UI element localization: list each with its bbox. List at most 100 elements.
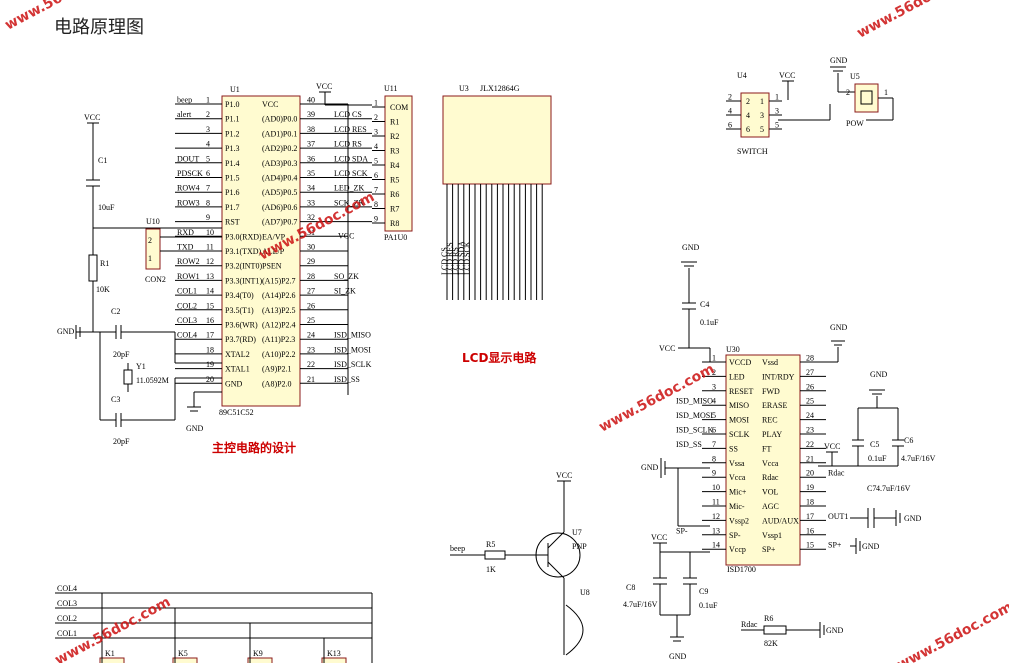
c9-value: 0.1uF [699, 601, 718, 610]
keypad-row-label: COL2 [57, 614, 77, 623]
u1-left-net-label: ROW3 [177, 198, 200, 207]
svg-text:GND: GND [870, 370, 888, 379]
keypad-key-label: K13 [327, 649, 341, 658]
u30-left-pin-name: MOSI [729, 416, 749, 425]
u1-right-pin-name: PSEN [262, 262, 282, 271]
u30-left-pin-num: 1 [712, 354, 716, 363]
u3-ref: U3 [459, 84, 469, 93]
crystal-network: GND C2 20pF C3 20pF Y1 11.0592M [57, 307, 222, 446]
u11-pin-num: 4 [374, 142, 378, 151]
u11-pin-name: R5 [390, 176, 399, 185]
u4-inner-left: 4 [746, 111, 750, 120]
u10-ref: U10 [146, 217, 160, 226]
u1-right-pin-name: (AD1)P0.1 [262, 129, 297, 138]
u1-left-pin-name: P1.5 [225, 174, 239, 183]
u30-right-pin-name: INT/RDY [762, 372, 795, 381]
u1-right-pin-name: (AD2)P0.2 [262, 144, 297, 153]
u1-right-pin-num: 21 [307, 375, 315, 384]
vcc-label: VCC [316, 82, 332, 91]
u1-left-net-label: COL1 [177, 287, 197, 296]
u1-left-pin-num: 6 [206, 169, 210, 178]
svg-text:VCC: VCC [84, 113, 100, 122]
u1-right-pin-name: (AD0)P0.0 [262, 115, 297, 124]
u1-part: 89C51C52 [219, 408, 254, 417]
u30-right-pin-name: Vssp1 [762, 531, 782, 540]
u30-left-net-label: ISD_MOSI [676, 411, 713, 420]
u30-right-pin-num: 27 [806, 368, 814, 377]
svg-text:GND: GND [826, 626, 844, 635]
u1-right-net-label: LED_ZK [334, 184, 364, 193]
c4-ref: C4 [700, 300, 709, 309]
u11-pin-num: 1 [374, 99, 378, 108]
u30-left-pin-name: SS [729, 444, 738, 453]
u1-left-pin-num: 17 [206, 331, 214, 340]
u1-right-net-label: ISD_MISO [334, 331, 371, 340]
c3-ref: C3 [111, 395, 120, 404]
svg-text:VCC: VCC [659, 344, 675, 353]
u1-right-pin-num: 28 [307, 272, 315, 281]
u4-inner-right: 1 [760, 97, 764, 106]
u30-left-pin-num: 7 [712, 440, 716, 449]
u1-left-pin-num: 5 [206, 154, 210, 163]
u1-right-pin-num: 24 [307, 331, 315, 340]
u1-right-pin-num: 36 [307, 154, 315, 163]
u30-left-pin-num: 3 [712, 382, 716, 391]
u30-right-pin-name: Rdac [762, 473, 779, 482]
svg-text:GND: GND [862, 542, 880, 551]
u30-left-pin-num: 10 [712, 483, 720, 492]
svg-text:GND: GND [186, 424, 204, 433]
u30-left-net-label: SP- [676, 526, 688, 535]
keypad-row-label: COL3 [57, 599, 77, 608]
u1-right-pin-num: 38 [307, 125, 315, 134]
c8-c9-network: GND VCC GND C8 4.7uF/16V C9 0.1 [623, 458, 718, 661]
u1-right-pin-name: (A10)P2.2 [262, 350, 296, 359]
u1-left-pin-num: 3 [206, 125, 210, 134]
u1-right-pin-name: (A14)P2.6 [262, 291, 296, 300]
u30-left-pin-name: Vssa [729, 459, 745, 468]
u11-pin-num: 2 [374, 113, 378, 122]
u1-left-pin-name: P3.7(RD) [225, 335, 256, 344]
u1-left-pin-num: 11 [206, 243, 214, 252]
u30-left-net-label: ISD_SS [676, 440, 702, 449]
u30-right-pin-num: 17 [806, 512, 814, 521]
u4-pin-left: 2 [728, 93, 732, 102]
u30-right-pin-num: 25 [806, 397, 814, 406]
lcd-caption: LCD显示电路 [462, 350, 537, 365]
u30-right-pin-num: 23 [806, 426, 814, 435]
u1-right-pin-num: 39 [307, 110, 315, 119]
u1-left-net-label: DOUT [177, 154, 199, 163]
u1-right-pin-name: (AD6)P0.6 [262, 203, 297, 212]
c5-ref: C5 [870, 440, 879, 449]
u1-right-pin-num: 32 [307, 213, 315, 222]
buzzer-driver: VCC U7 PNP beep R5 1K U8 [450, 471, 590, 656]
u30-left-pin-num: 13 [712, 526, 720, 535]
c5-value: 0.1uF [868, 454, 887, 463]
c1-ref: C1 [98, 156, 107, 165]
u30-right-pin-name: PLAY [762, 430, 782, 439]
u1-right-net-label: ISD_SS [334, 375, 360, 384]
u1-left-pin-name: P3.3(INT1) [225, 276, 262, 285]
u30-left-pin-name: LED [729, 372, 745, 381]
u1-left-pin-num: 14 [206, 287, 214, 296]
u1-left-pin-name: P1.6 [225, 188, 239, 197]
u1-right-net-label: ISD_MOSI [334, 345, 371, 354]
u1-left-pin-num: 8 [206, 198, 210, 207]
u1-right-pin-name: (AD7)P0.7 [262, 218, 297, 227]
u1-right-pin-num: 40 [307, 96, 315, 105]
u30-right-pin-num: 16 [806, 526, 814, 535]
keypad-row-label: COL4 [57, 584, 77, 593]
u4-ref: U4 [737, 71, 747, 80]
svg-text:Rdac: Rdac [741, 620, 758, 629]
u30-right-pin-num: 18 [806, 498, 814, 507]
u1-right-net-label: LCD SDA [334, 154, 368, 163]
u1-right-pin-num: 29 [307, 257, 315, 266]
u1-right-pin-name: (A9)P2.1 [262, 365, 292, 374]
u30-left-pin-num: 4 [712, 397, 716, 406]
u1-left-pin-num: 18 [206, 345, 214, 354]
u1-left-pin-name: P3.0(RXD) [225, 232, 262, 241]
